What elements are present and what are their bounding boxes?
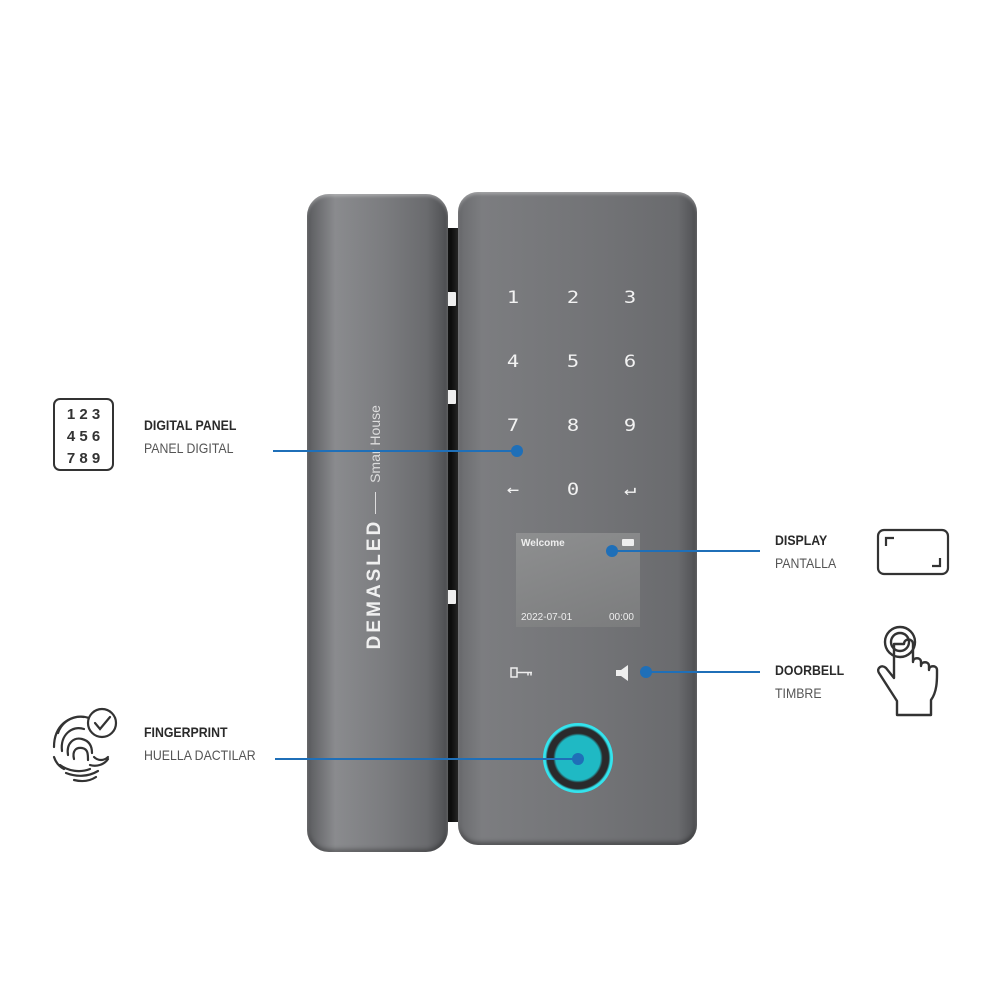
keypad-key[interactable]: 5 (566, 352, 580, 372)
doorbell-title: DOORBELL (775, 662, 845, 678)
keypad-key[interactable]: 3 (623, 288, 637, 308)
lock-strike-body (307, 194, 448, 852)
fingerprint-check-icon (52, 707, 118, 783)
keypad-key[interactable]: 9 (623, 416, 637, 436)
screen-icon (876, 528, 950, 576)
brand-divider (375, 492, 376, 514)
hand-press-icon (877, 625, 939, 717)
digital-panel-subtitle: PANEL DIGITAL (144, 440, 234, 456)
callout-line-doorbell (646, 671, 760, 673)
display-time: 00:00 (608, 612, 634, 623)
keypad-key[interactable]: 6 (623, 352, 637, 372)
display-title: DISPLAY (775, 532, 828, 548)
brand-tagline: Smar House (367, 405, 383, 483)
callout-dot (606, 545, 618, 557)
key-icon (510, 667, 532, 678)
keypad-icon-row: 4 5 6 (66, 428, 101, 445)
callout-dot (511, 445, 523, 457)
keypad-key[interactable]: ↵ (623, 480, 637, 500)
display-subtitle: PANTALLA (775, 555, 837, 571)
callout-dot (572, 753, 584, 765)
glass-clip (446, 292, 456, 306)
keypad-key[interactable]: 0 (566, 480, 580, 500)
battery-icon (622, 539, 634, 546)
keypad-key[interactable]: 1 (506, 288, 520, 308)
keypad-icon: 1 2 3 4 5 6 7 8 9 (53, 398, 114, 471)
keypad-icon-row: 1 2 3 (66, 406, 101, 423)
display-greeting: Welcome (521, 538, 565, 549)
glass-clip (446, 390, 456, 404)
keypad-key[interactable]: 4 (506, 352, 520, 372)
keypad-key[interactable]: 8 (566, 416, 580, 436)
glass-clip (446, 590, 456, 604)
callout-line-display (612, 550, 760, 552)
display-date: 2022-07-01 (521, 612, 573, 623)
keypad-key[interactable]: 2 (566, 288, 580, 308)
lcd-display: Welcome 2022-07-01 00:00 (516, 533, 640, 627)
bell-icon (616, 665, 628, 681)
fingerprint-title: FINGERPRINT (144, 724, 228, 740)
keypad-key[interactable]: ← (506, 480, 520, 500)
brand-logo: DEMASLED (364, 518, 385, 650)
doorbell-subtitle: TIMBRE (775, 685, 822, 701)
callout-dot (640, 666, 652, 678)
callout-line-fingerprint (275, 758, 578, 760)
fingerprint-subtitle: HUELLA DACTILAR (144, 747, 256, 763)
digital-panel-title: DIGITAL PANEL (144, 417, 237, 433)
callout-line-digital-panel (273, 450, 517, 452)
keypad-icon-row: 7 8 9 (66, 450, 101, 467)
keypad-key[interactable]: 7 (506, 416, 520, 436)
